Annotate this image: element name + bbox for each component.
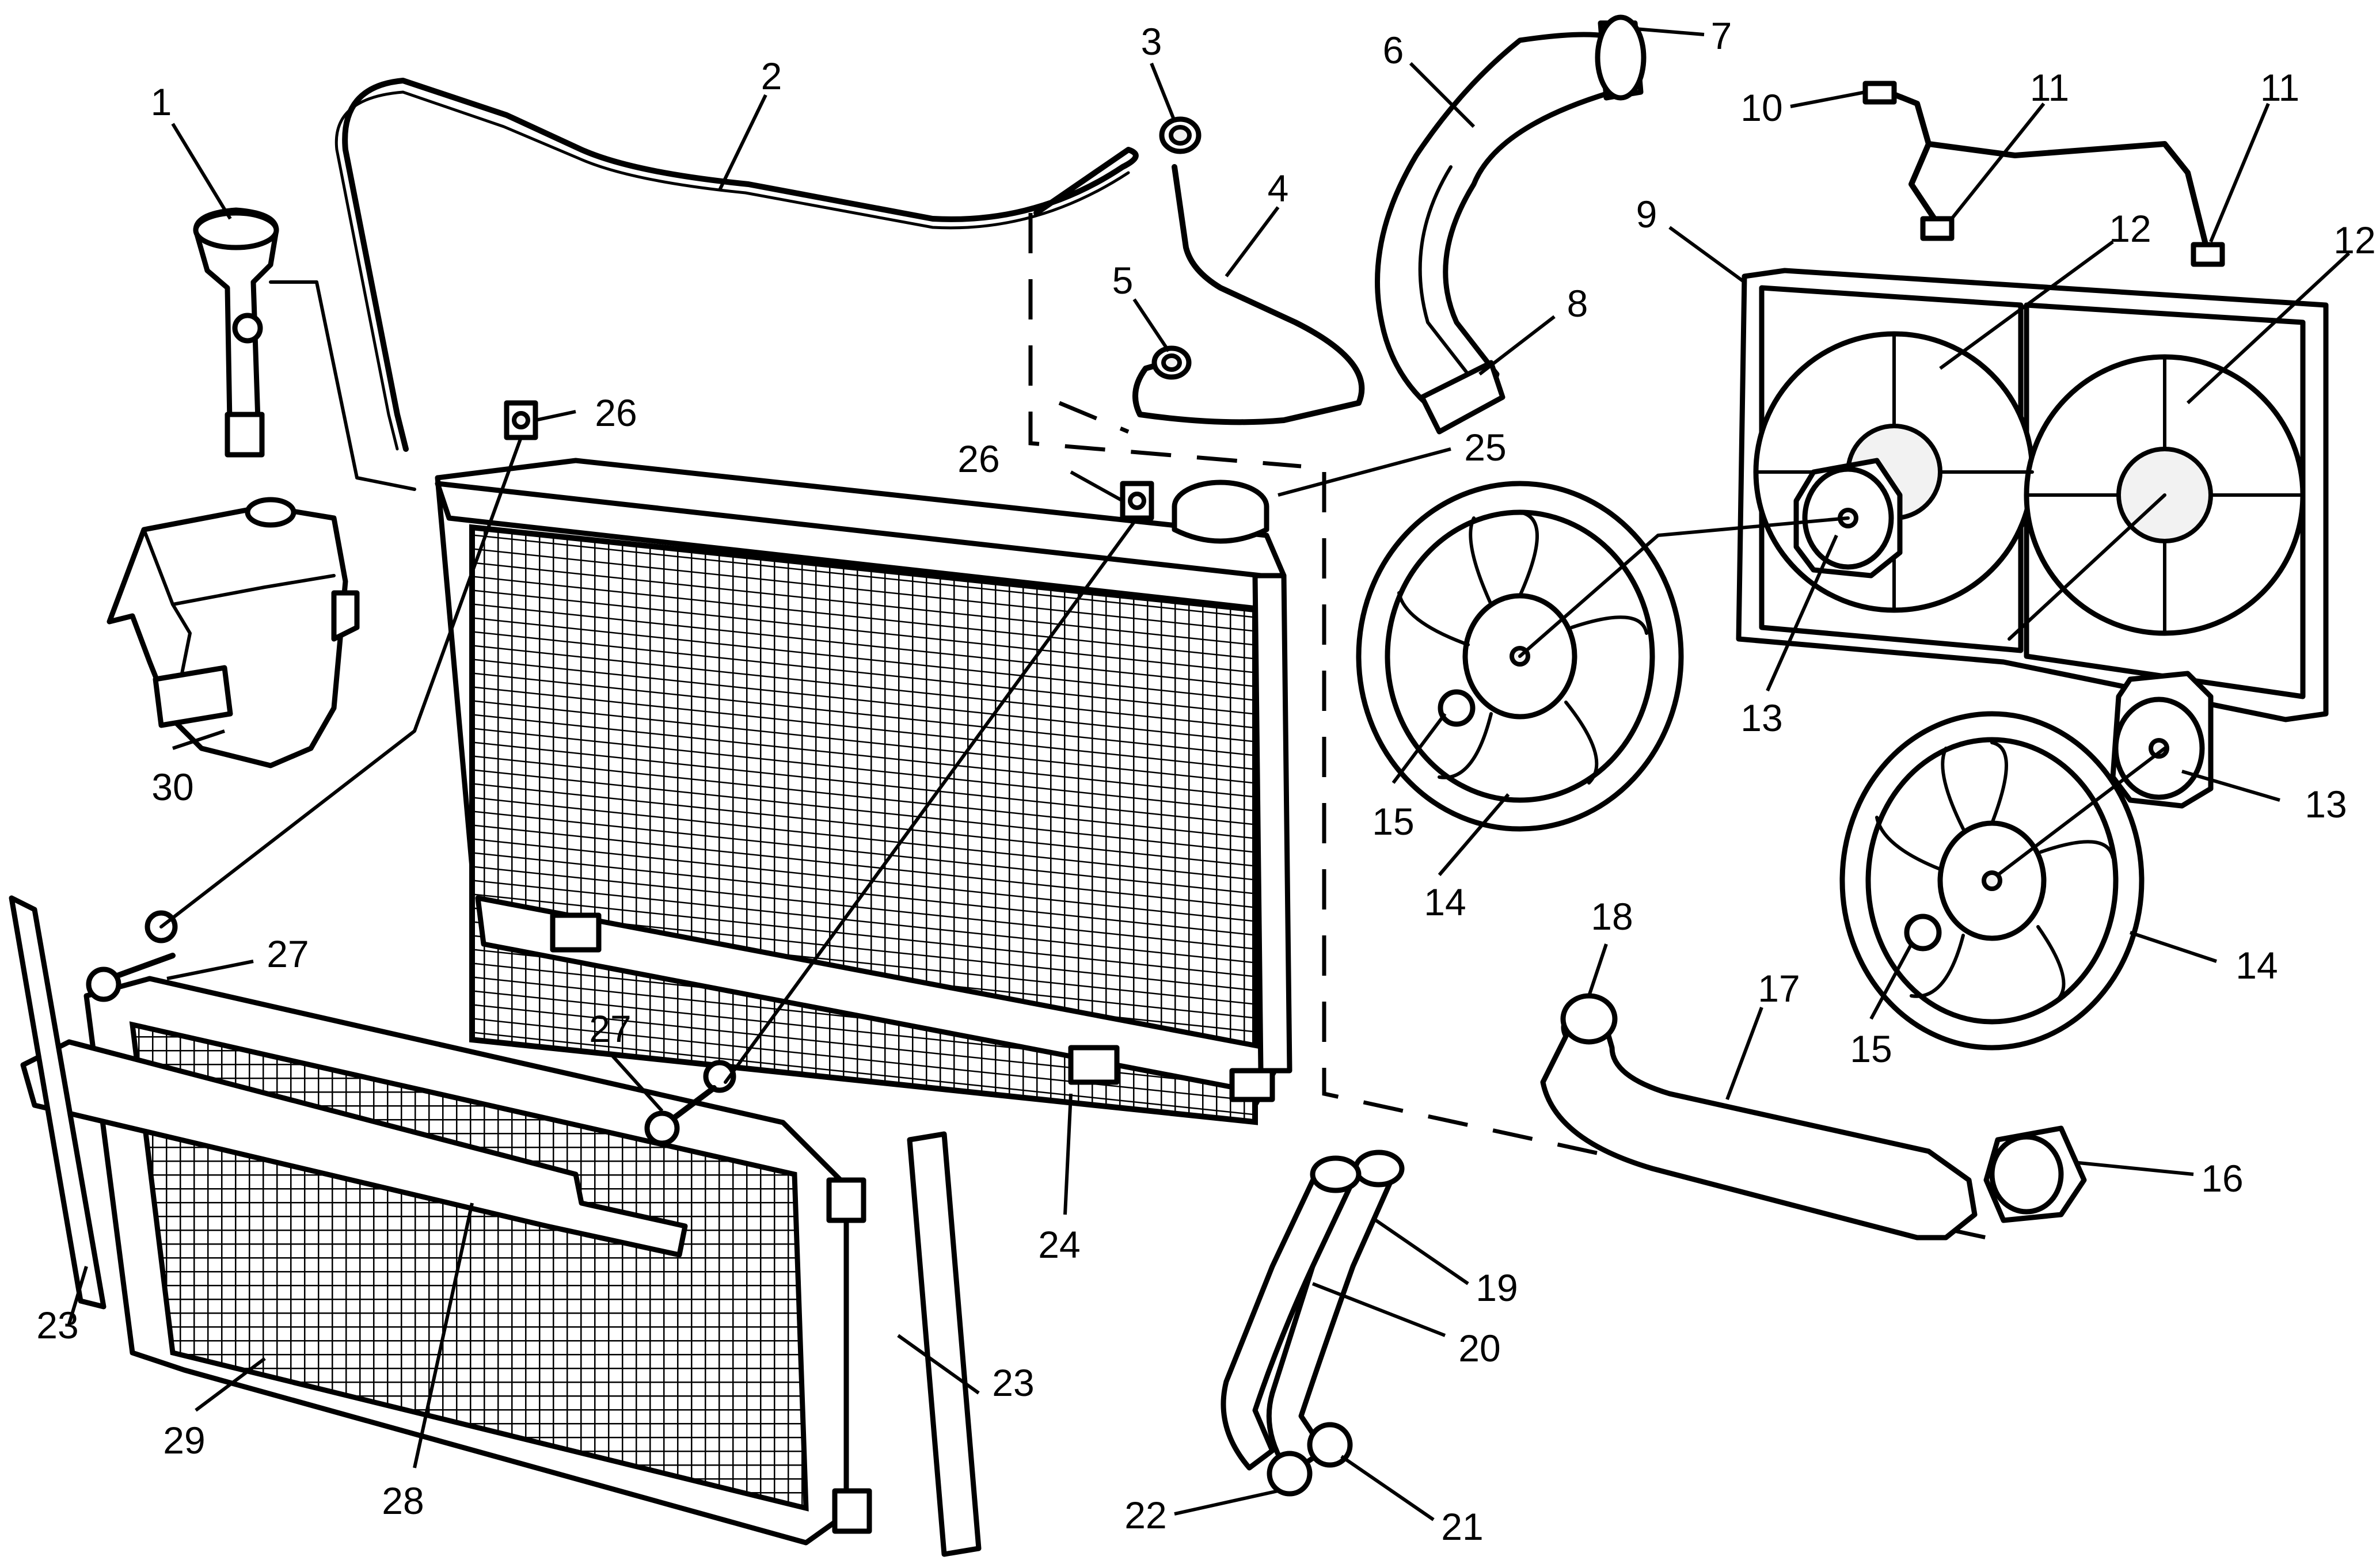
connector-10 — [1862, 81, 1897, 105]
side-seal-23-left — [9, 895, 107, 1310]
fan-guide-lower — [1996, 747, 2166, 877]
clamp-3 — [1159, 116, 1202, 154]
callout-1: 1 — [151, 81, 172, 123]
guide-line-left — [159, 436, 523, 928]
callout-27-right: 27 — [589, 1007, 631, 1050]
callout-7: 7 — [1711, 14, 1732, 57]
callout-23-right: 23 — [992, 1361, 1034, 1404]
callout-14-lower: 14 — [2235, 944, 2278, 987]
callout-15-lower: 15 — [1850, 1028, 1892, 1070]
leader-lines — [67, 27, 2351, 1521]
overflow-hose-inner — [334, 90, 1130, 451]
callout-23-left: 23 — [36, 1304, 78, 1346]
callout-13-lower: 13 — [2305, 783, 2347, 825]
callout-17: 17 — [1758, 967, 1800, 1010]
connector-11-right — [2191, 242, 2225, 267]
side-seal-23-right — [907, 1131, 982, 1557]
callout-20: 20 — [1458, 1327, 1500, 1369]
callout-4: 4 — [1268, 167, 1289, 210]
lower-radiator-hose — [1540, 1004, 1978, 1240]
air-deflector-28 — [20, 1039, 688, 1258]
callout-30: 30 — [151, 766, 193, 808]
clamp-22 — [1267, 1451, 1313, 1497]
callout-26-right: 26 — [957, 437, 999, 480]
hose-4 — [1132, 164, 1365, 425]
motor-guide — [2008, 493, 2166, 641]
coolant-reservoir — [107, 497, 360, 768]
callout-14-upper: 14 — [1424, 881, 1466, 923]
callout-10: 10 — [1740, 86, 1782, 129]
filler-guide-line — [269, 280, 416, 491]
callout-12-left: 12 — [2109, 207, 2151, 250]
callout-5: 5 — [1112, 259, 1134, 302]
callout-29: 29 — [163, 1419, 205, 1462]
radiator-cap — [1172, 480, 1269, 544]
bracket-26-right — [1120, 481, 1154, 521]
hose-clamp-8 — [1419, 360, 1505, 435]
callout-21: 21 — [1441, 1505, 1483, 1548]
callout-28: 28 — [382, 1479, 424, 1522]
connector-11-left — [1920, 216, 1955, 241]
callout-27-left: 27 — [267, 933, 309, 975]
upper-radiator-hose — [1375, 32, 1638, 417]
overflow-hose — [342, 78, 1139, 452]
radiator — [435, 458, 1292, 1125]
callout-22: 22 — [1124, 1494, 1166, 1536]
heater-hose-19-20 — [1221, 1150, 1405, 1477]
callout-26-left: 26 — [595, 391, 637, 434]
clamp-21 — [1307, 1422, 1353, 1468]
callout-25: 25 — [1464, 426, 1506, 469]
bracket-26-left — [504, 400, 538, 440]
callout-6: 6 — [1383, 29, 1404, 71]
fan-motor-13-lower — [2110, 671, 2214, 809]
callout-8: 8 — [1567, 282, 1588, 325]
callout-11-right: 11 — [2260, 66, 2300, 109]
nut-15-upper — [1438, 689, 1476, 727]
callout-12-right: 12 — [2333, 219, 2375, 261]
callout-16: 16 — [2201, 1157, 2243, 1200]
callout-18: 18 — [1591, 895, 1633, 938]
callout-19: 19 — [1476, 1266, 1518, 1309]
callout-2: 2 — [761, 55, 782, 97]
callout-13-upper: 13 — [1740, 697, 1782, 739]
wiring-harness — [1885, 89, 2208, 245]
hose-clamp-7 — [1595, 14, 1647, 101]
hose-clamp-16 — [1983, 1125, 2087, 1223]
callout-24: 24 — [1038, 1223, 1080, 1266]
callout-15-upper: 15 — [1372, 800, 1414, 843]
fan-guide-upper — [1518, 516, 1850, 658]
nut-15-lower — [1904, 914, 1942, 952]
filler-neck — [193, 207, 279, 458]
bolt-27-right — [644, 1085, 717, 1146]
callout-9: 9 — [1636, 193, 1657, 235]
guide-line-right — [724, 516, 1139, 1084]
hose-clamp-18 — [1560, 993, 1618, 1045]
callout-11-left: 11 — [2030, 66, 2070, 109]
bolt-27-left — [86, 953, 176, 1002]
fan-blade-14-lower — [1839, 711, 2145, 1051]
callouts: 1 2 3 4 5 6 7 8 9 10 11 11 12 12 13 13 1… — [36, 14, 2375, 1548]
clamp-5 — [1151, 345, 1192, 380]
callout-3: 3 — [1141, 20, 1162, 63]
